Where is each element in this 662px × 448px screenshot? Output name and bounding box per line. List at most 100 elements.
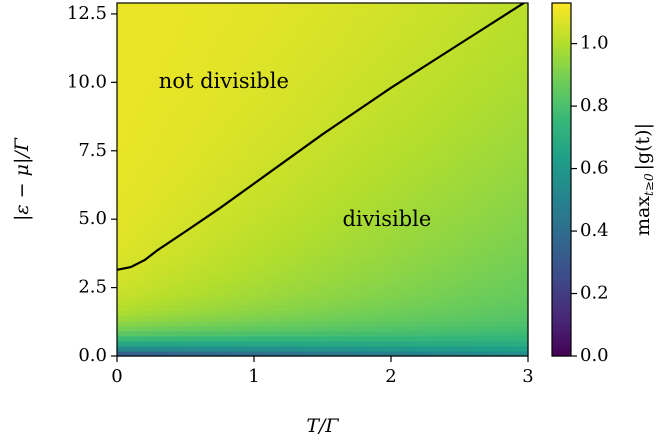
heatmap-cell [514,13,522,19]
heatmap-cell [267,73,276,80]
heatmap-cell [233,144,241,150]
heatmap-cell [308,118,317,125]
heatmap-cell [370,144,378,150]
heatmap-cell [349,164,358,171]
heatmap-cell [233,194,241,201]
heatmap-cell [384,149,392,155]
heatmap-cell [199,43,207,49]
heatmap-cell [411,73,419,80]
heatmap-cell [500,204,509,211]
heatmap-cell [322,335,330,342]
heatmap-cell [466,174,474,181]
heatmap-cell [507,240,515,246]
heatmap-cell [486,18,495,24]
heatmap-cell [336,229,344,236]
heatmap-cell [459,199,467,206]
heatmap-cell [521,204,529,211]
heatmap-cell [507,325,515,332]
heatmap-cell [247,315,255,322]
heatmap-cell [295,270,303,276]
heatmap-cell [137,350,145,357]
heatmap-cell [233,38,241,44]
heatmap-cell [521,305,529,312]
heatmap-cell [254,58,262,65]
heatmap-cell [514,179,522,186]
heatmap-cell [370,234,378,241]
heatmap-cell [254,315,262,322]
heatmap-cell [370,149,378,155]
heatmap-cell [254,169,262,176]
heatmap-cell [459,154,467,160]
heatmap-cell [473,179,481,186]
heatmap-cell [480,174,488,181]
heatmap-cell [164,129,173,135]
heatmap-cell [343,53,351,60]
heatmap-cell [466,58,474,65]
heatmap-cell [281,139,289,145]
colorbar-segment [552,338,571,342]
heatmap-cell [260,58,269,65]
heatmap-cell [226,315,235,322]
heatmap-cell [425,98,433,105]
heatmap-cell [233,58,241,65]
heatmap-cell [521,118,529,125]
heatmap-cell [130,229,139,236]
heatmap-cell [377,270,385,276]
heatmap-cell [158,340,166,347]
colorbar-segment [552,226,571,231]
heatmap-cell [459,63,467,70]
heatmap-cell [295,23,303,29]
heatmap-cell [281,345,289,352]
heatmap-cell [473,209,481,216]
colorbar-segment [552,176,571,181]
heatmap-cell [151,134,159,140]
heatmap-cell [507,129,515,135]
heatmap-cell [466,325,474,332]
heatmap-cell [377,124,385,130]
heatmap-cell [117,320,125,327]
heatmap-cell [144,350,152,357]
colorbar-tick-label: 0.4 [580,220,609,241]
heatmap-cell [308,113,317,120]
heatmap-cell [267,129,276,135]
heatmap-cell [473,320,481,327]
heatmap-cell [493,159,502,165]
heatmap-cell [370,18,378,24]
heatmap-cell [123,345,132,352]
heatmap-cell [404,345,413,352]
heatmap-cell [315,53,324,60]
colorbar-segment [552,26,571,31]
heatmap-cell [370,134,378,140]
heatmap-cell [432,255,440,261]
heatmap-cell [226,320,235,327]
heatmap-cell [274,295,282,302]
heatmap-cell [343,124,351,130]
heatmap-cell [521,214,529,221]
heatmap-cell [274,88,282,95]
heatmap-cell [459,285,467,292]
heatmap-cell [514,305,522,312]
heatmap-cell [466,229,474,236]
heatmap-cell [212,260,221,266]
heatmap-cell [363,139,372,145]
heatmap-cell [432,149,440,155]
heatmap-cell [274,245,282,251]
heatmap-cell [206,134,214,140]
heatmap-cell [521,245,529,251]
heatmap-cell [212,18,221,24]
heatmap-cell [144,179,152,186]
heatmap-cell [281,78,289,85]
heatmap-cell [301,245,310,251]
heatmap-cell [226,154,235,160]
heatmap-cell [137,129,145,135]
heatmap-cell [267,118,276,125]
heatmap-cell [514,113,522,120]
heatmap-cell [137,8,145,14]
heatmap-cell [514,209,522,216]
colorbar-segment [552,229,571,234]
heatmap-cell [123,179,132,186]
heatmap-cell [206,53,214,60]
heatmap-cell [459,240,467,246]
heatmap-cell [336,38,344,44]
heatmap-cell [219,13,228,19]
